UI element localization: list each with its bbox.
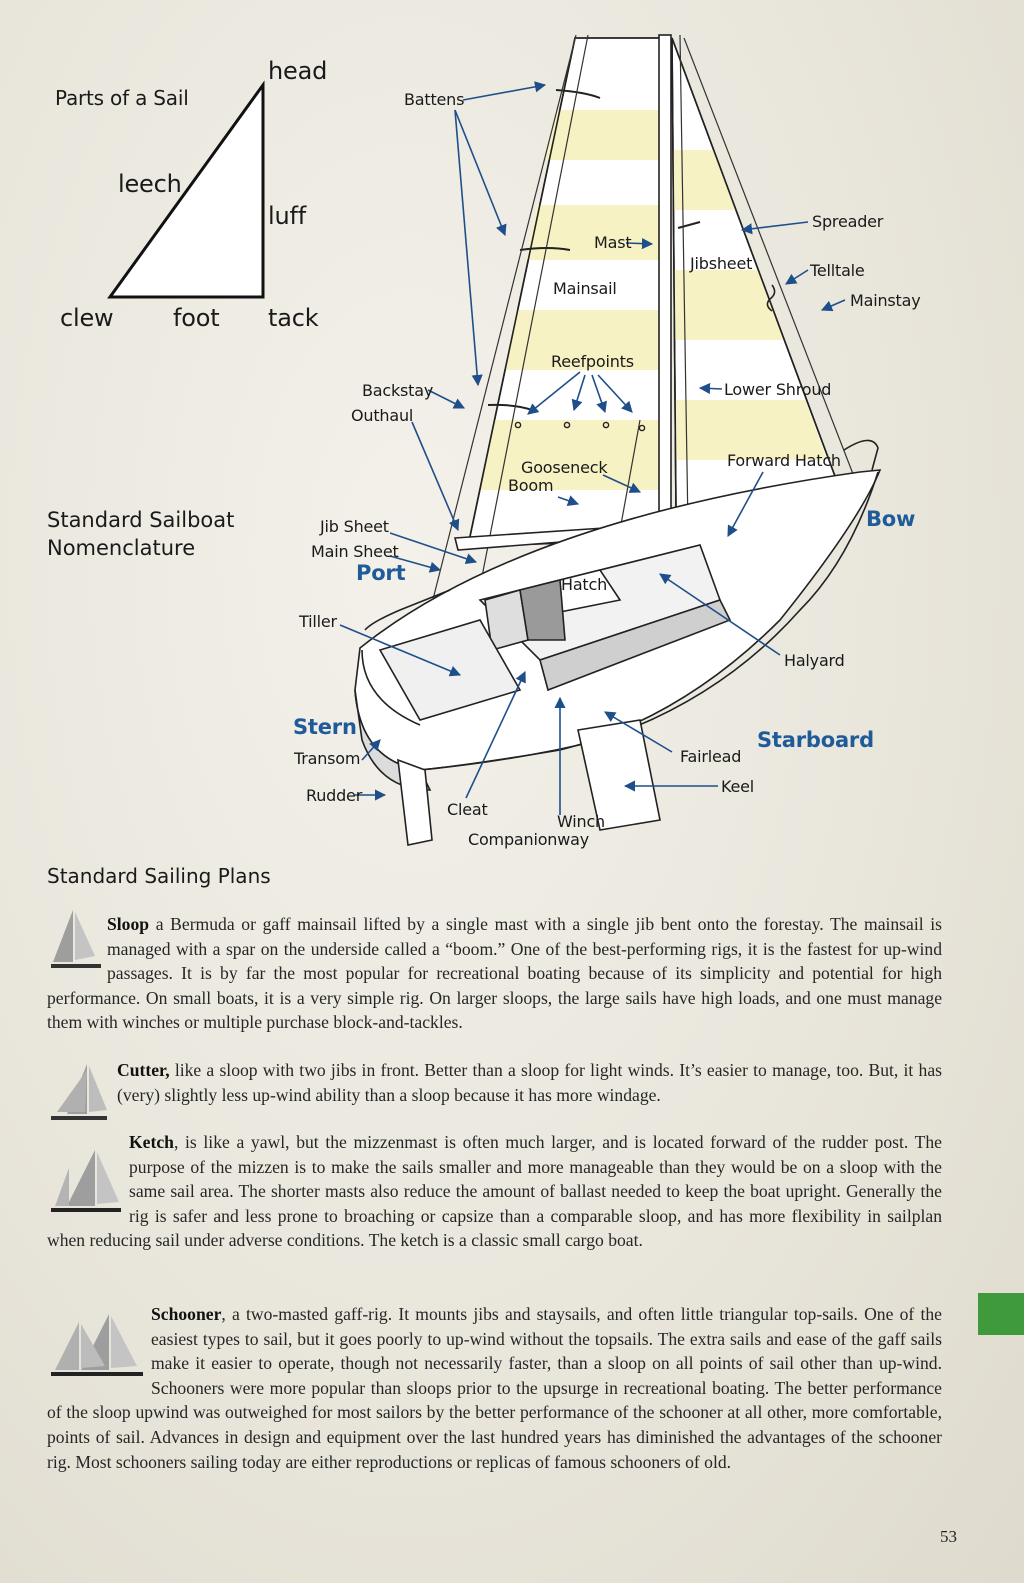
plan-ketch: Ketch, is like a yawl, but the mizzenmas…: [47, 1132, 942, 1251]
ketch-icon: [51, 1150, 121, 1212]
label-transom: Transom: [294, 749, 361, 768]
sail-parts-title: Parts of a Sail: [55, 86, 189, 110]
label-bow: Bow: [866, 507, 916, 531]
plan-schooner: Schooner, a two-masted gaff-rig. It moun…: [47, 1304, 942, 1472]
sailing-plans-title: Standard Sailing Plans: [47, 864, 271, 888]
label-halyard: Halyard: [784, 651, 845, 670]
hull-shape: [354, 439, 882, 846]
label-lower-shroud: Lower Shroud: [724, 380, 832, 399]
label-tiller: Tiller: [299, 612, 337, 631]
sail-luff-label: luff: [268, 202, 306, 230]
label-keel: Keel: [721, 777, 755, 796]
sail-head-label: head: [268, 57, 328, 85]
sail-foot-label: foot: [173, 304, 220, 332]
label-rudder: Rudder: [306, 786, 363, 805]
label-jib-sheet: Jib Sheet: [320, 517, 389, 536]
label-reefpoints: Reefpoints: [551, 352, 634, 371]
label-spreader: Spreader: [812, 212, 884, 231]
schooner-icon: [51, 1314, 143, 1376]
sail-clew-label: clew: [60, 304, 114, 332]
label-starboard: Starboard: [757, 728, 874, 752]
mast-shape: [658, 34, 672, 561]
label-winch: Winch: [557, 812, 605, 831]
label-boom: Boom: [508, 476, 554, 495]
sloop-icon: [51, 910, 101, 968]
label-outhaul: Outhaul: [351, 406, 414, 425]
label-battens: Battens: [404, 90, 465, 109]
label-hatch: Hatch: [561, 575, 608, 594]
chapter-tab: [978, 1293, 1024, 1335]
label-gooseneck: Gooseneck: [521, 458, 608, 477]
label-mainstay: Mainstay: [850, 291, 921, 310]
label-main-sheet: Main Sheet: [311, 542, 399, 561]
label-backstay: Backstay: [362, 381, 434, 400]
label-mast: Mast: [594, 233, 632, 252]
page-number: 53: [940, 1527, 957, 1546]
nomenclature-title: Standard Sailboat Nomenclature: [47, 508, 235, 560]
sail-triangle: [107, 80, 265, 299]
label-mainsail: Mainsail: [553, 279, 617, 298]
label-telltale: Telltale: [810, 261, 865, 280]
sailboat-diagram: [107, 34, 882, 846]
label-forward-hatch: Forward Hatch: [727, 451, 841, 470]
sail-leech-label: leech: [118, 170, 182, 198]
plan-sloop: Sloop a Bermuda or gaff mainsail lifted …: [47, 910, 942, 1035]
label-cleat: Cleat: [447, 800, 488, 819]
label-companionway: Companionway: [468, 830, 589, 849]
plan-cutter: Cutter, like a sloop with two jibs in fr…: [47, 1058, 942, 1126]
cutter-icon: [51, 1064, 107, 1120]
label-stern: Stern: [293, 715, 357, 739]
label-fairlead: Fairlead: [680, 747, 742, 766]
label-jibsheet-sail: Jibsheet: [690, 254, 753, 273]
sail-tack-label: tack: [268, 304, 319, 332]
label-port: Port: [356, 561, 406, 585]
